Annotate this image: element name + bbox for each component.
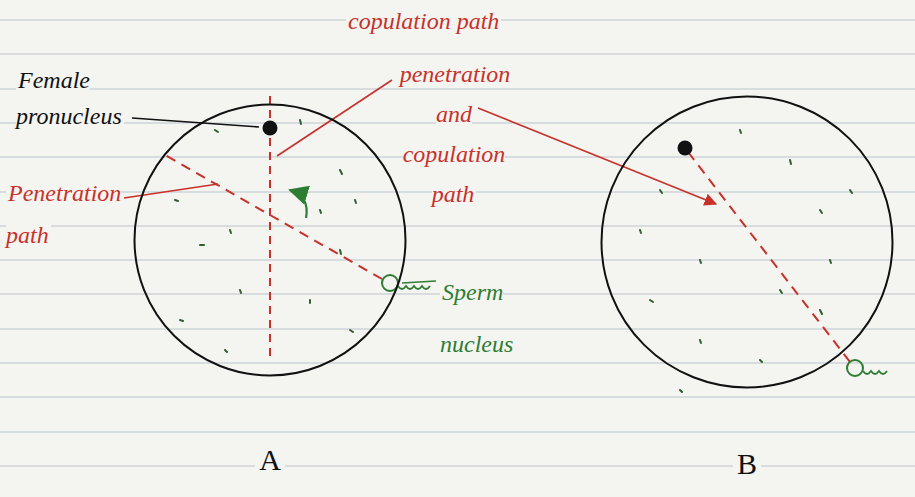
leader-line bbox=[402, 281, 436, 283]
ruled-line bbox=[0, 225, 915, 226]
egg-outline bbox=[133, 103, 407, 377]
copulation-path-line bbox=[269, 96, 271, 362]
annotation-text: copulation path bbox=[346, 8, 501, 34]
ruled-line bbox=[0, 396, 915, 397]
annotation-text: Female pronucleus bbox=[16, 67, 124, 129]
figure-letter: A bbox=[133, 443, 407, 477]
turning-arrow bbox=[290, 190, 307, 218]
annotation-text: penetration and copulation path bbox=[398, 61, 511, 207]
egg-membrane bbox=[135, 105, 406, 376]
ruled-lines bbox=[0, 20, 915, 466]
ruled-line bbox=[0, 328, 915, 329]
copulation-path-line bbox=[688, 152, 850, 362]
penetration-path-line bbox=[165, 155, 382, 279]
sperm-tail bbox=[863, 371, 887, 374]
leader-line bbox=[124, 184, 218, 198]
ruled-line bbox=[0, 53, 915, 54]
female-pronucleus bbox=[263, 121, 278, 136]
annotation-text: Penetration path bbox=[6, 180, 121, 248]
annotation: Female pronucleus bbox=[16, 62, 134, 134]
annotation: Penetration path bbox=[6, 172, 126, 256]
leader-arrow bbox=[478, 108, 716, 204]
female-pronucleus bbox=[678, 141, 693, 156]
annotation: copulation path bbox=[346, 6, 546, 36]
egg-membrane bbox=[602, 97, 893, 388]
annotation: penetration and copulation path bbox=[388, 54, 520, 214]
ruled-line bbox=[0, 259, 915, 260]
leader-line bbox=[277, 80, 392, 156]
annotation-text: Sperm nucleus bbox=[440, 279, 515, 357]
figure-letter-text: A bbox=[255, 443, 285, 476]
sperm-head bbox=[847, 360, 863, 376]
sperm-tail bbox=[398, 286, 430, 289]
ruled-line bbox=[0, 465, 915, 466]
egg-cell: B bbox=[600, 95, 894, 481]
figure-letter-text: B bbox=[733, 447, 761, 480]
ruled-line bbox=[0, 431, 915, 432]
ruled-line bbox=[0, 88, 915, 89]
cytoplasm-specks bbox=[175, 120, 852, 392]
egg-outline bbox=[600, 95, 894, 389]
ruled-line bbox=[0, 362, 915, 363]
figure-letter: B bbox=[600, 447, 894, 481]
annotation: Sperm nucleus bbox=[440, 266, 550, 370]
egg-cell: A bbox=[133, 103, 407, 477]
